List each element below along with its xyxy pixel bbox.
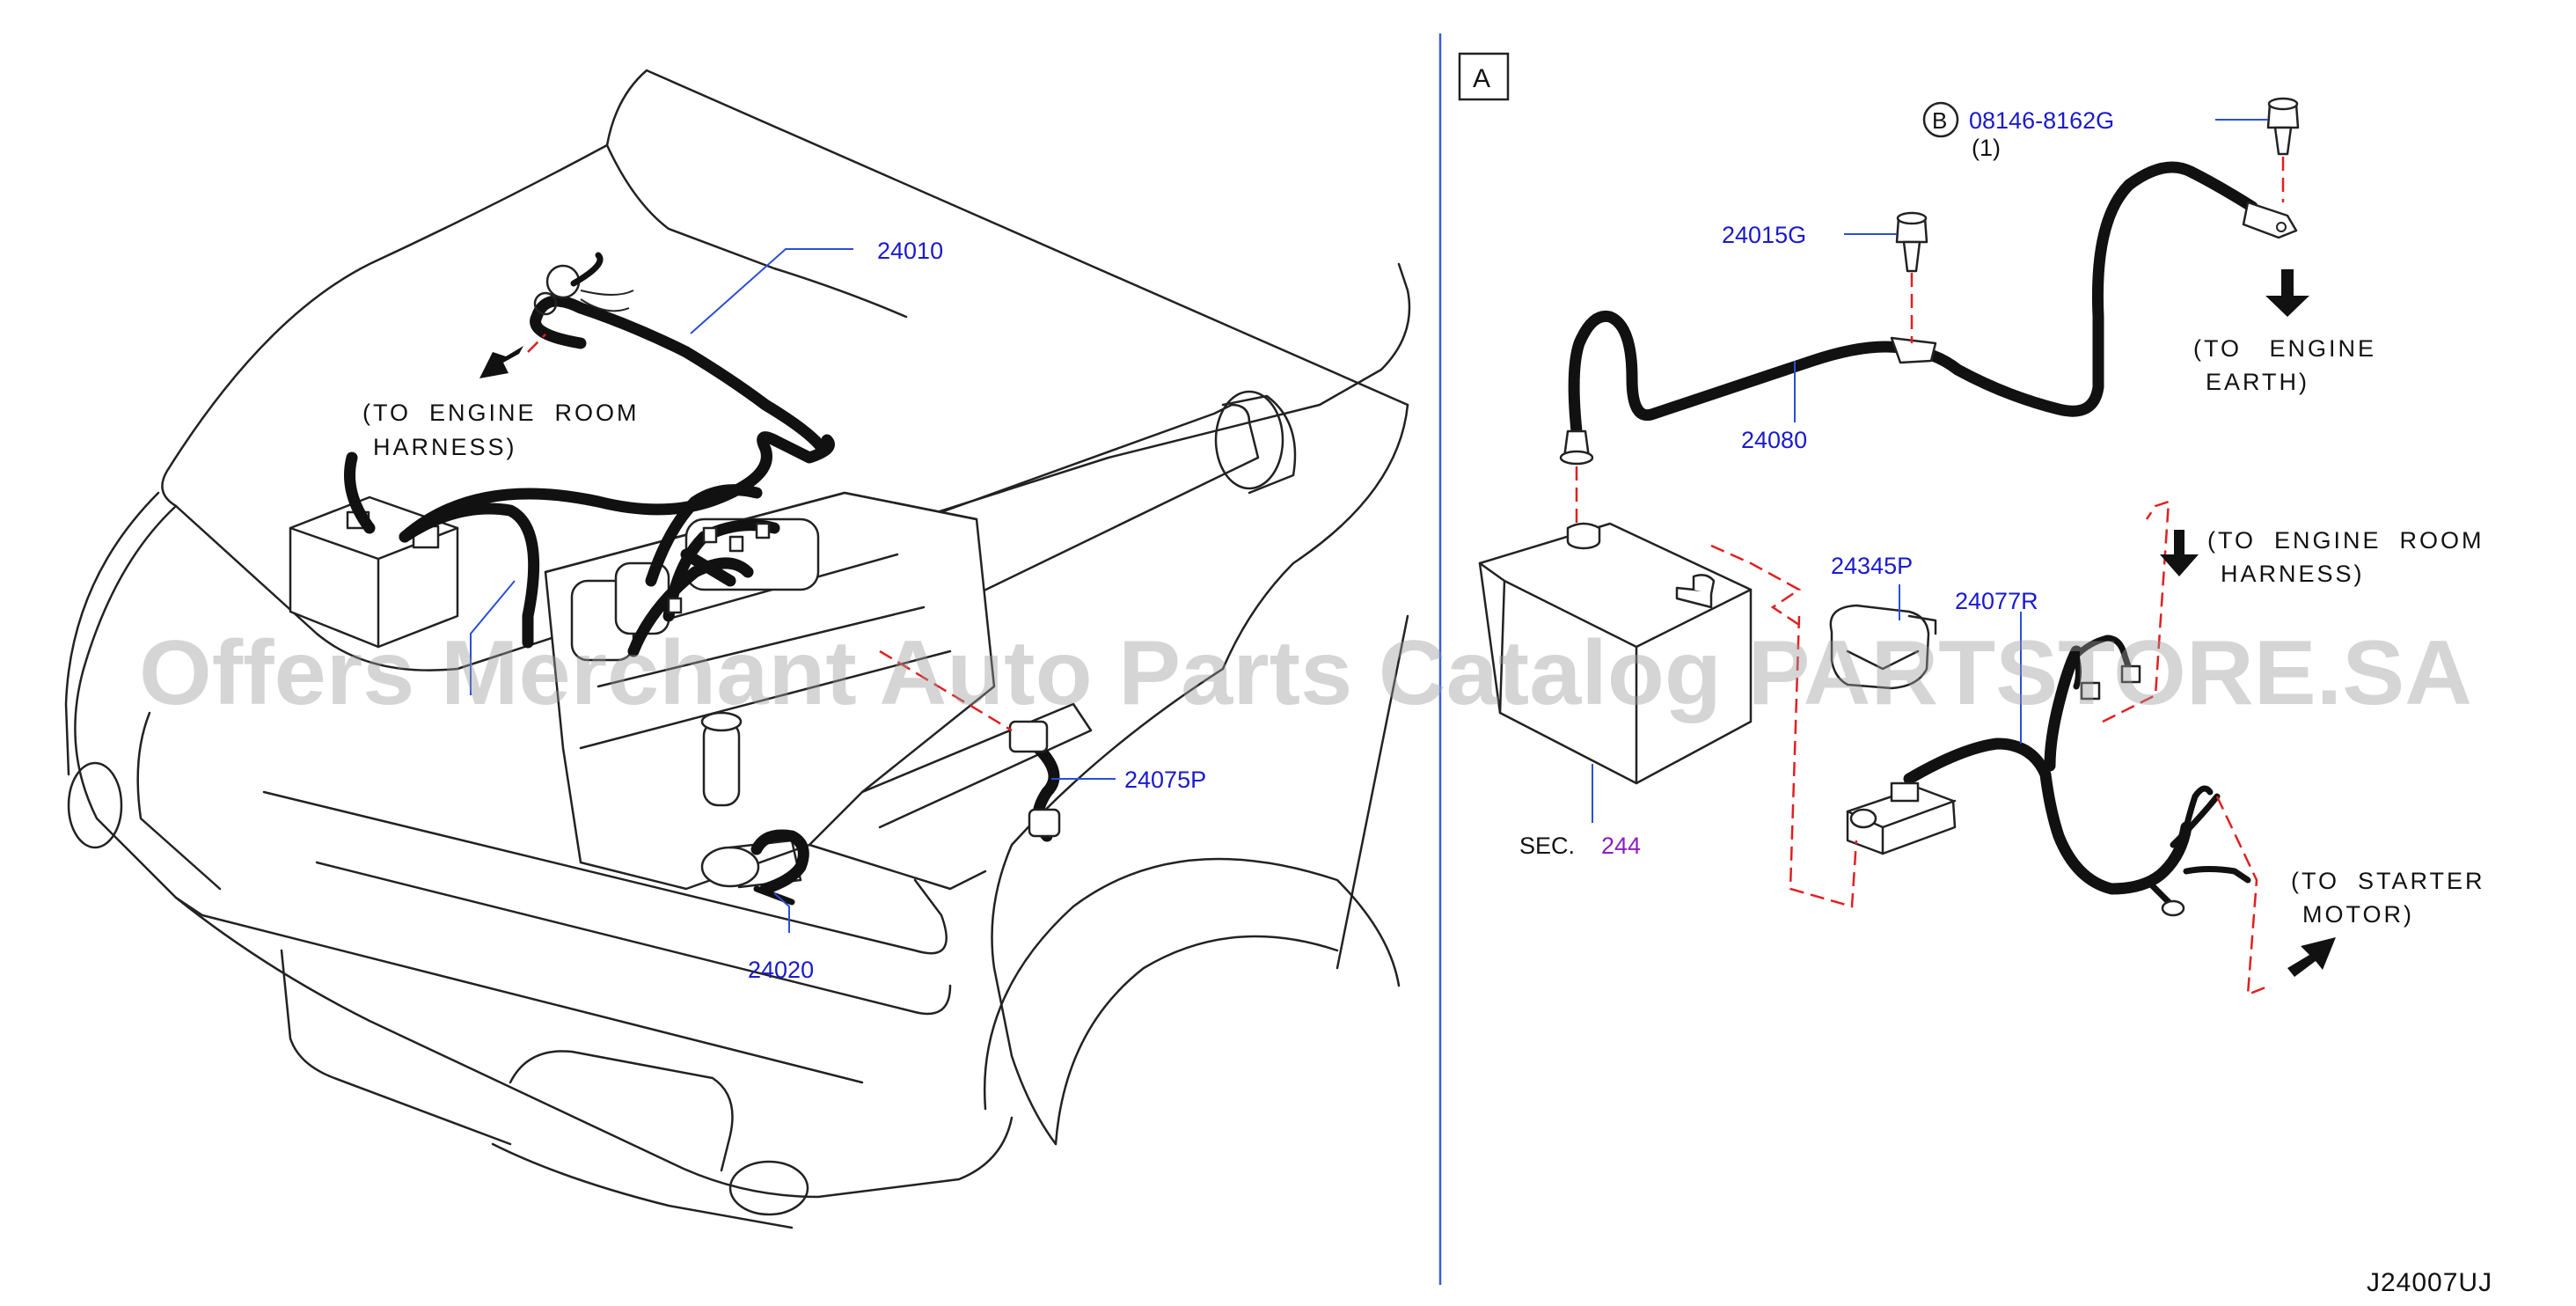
- note-engine-room-harness-left-line1: (TO ENGINE ROOM: [362, 400, 640, 426]
- view-label: A: [1473, 64, 1491, 93]
- leader-24010: [690, 248, 853, 334]
- guide-dash-starter: [2215, 796, 2271, 996]
- section-ref-number: 244: [1601, 833, 1641, 859]
- harness-24075p: [1008, 720, 1061, 842]
- note-starter-motor-line1: (TO STARTER: [2291, 868, 2485, 894]
- engine-room-harness-24010: [344, 295, 835, 657]
- note-engine-earth-line2: EARTH): [2206, 369, 2309, 395]
- note-engine-room-harness-detail-line2: HARNESS): [2221, 561, 2365, 587]
- harness-24020: [750, 829, 809, 906]
- guide-dash-left-2: [879, 649, 1013, 732]
- callout-b-letter: B: [1932, 107, 1947, 134]
- arrow-engine-room-detail-icon: [2160, 530, 2199, 576]
- leader-battery-harness: [470, 580, 516, 695]
- earth-cable-24080: [1559, 161, 2298, 466]
- part-label-24020: 24020: [748, 957, 814, 983]
- callout-b: B: [1922, 101, 1959, 138]
- part-label-24015g: 24015G: [1722, 222, 1806, 248]
- guide-dash-cover-outline: [1710, 544, 1858, 908]
- part-label-24080: 24080: [1741, 427, 1807, 453]
- note-starter-motor-line2: MOTOR): [2302, 901, 2414, 928]
- watermark-text: Offers Merchant Auto Parts Catalog PARTS…: [139, 622, 2472, 724]
- bolt-24015g-icon: [1895, 211, 1928, 273]
- battery-detail: [1478, 522, 1753, 785]
- part-label-24010: 24010: [877, 238, 943, 264]
- arrow-engine-earth-icon: [2265, 269, 2309, 317]
- guide-dash-left-1: [527, 334, 546, 353]
- part-label-24075p: 24075P: [1124, 767, 1206, 793]
- part-label-24345p: 24345P: [1831, 553, 1913, 579]
- terminal-cover-24345p: [1829, 604, 1937, 690]
- part-label-08146-8162g: 08146-8162G: [1969, 107, 2114, 134]
- guide-dash-engine-room: [2102, 500, 2170, 723]
- note-engine-room-harness-detail-line1: (TO ENGINE ROOM: [2207, 527, 2485, 554]
- vehicle-outline: [64, 69, 1411, 1229]
- leader-24020: [773, 892, 790, 933]
- arrow-engine-room-left-icon: [479, 346, 523, 378]
- ground-sensor: [533, 252, 634, 316]
- section-ref-label: SEC.: [1519, 833, 1575, 859]
- bolt-08146-8162g-icon: [2266, 97, 2300, 156]
- note-engine-earth-line1: (TO ENGINE: [2193, 335, 2376, 362]
- battery-harness-24077r: [1846, 635, 2251, 917]
- arrow-starter-motor-icon: [2287, 937, 2336, 977]
- part-qty-08146-8162g: (1): [1972, 135, 2001, 161]
- note-engine-room-harness-left-line2: HARNESS): [373, 434, 517, 460]
- view-label-box: A: [1458, 52, 1510, 101]
- drawing-code: J24007UJ: [2367, 1268, 2492, 1297]
- part-label-24077r: 24077R: [1955, 588, 2038, 614]
